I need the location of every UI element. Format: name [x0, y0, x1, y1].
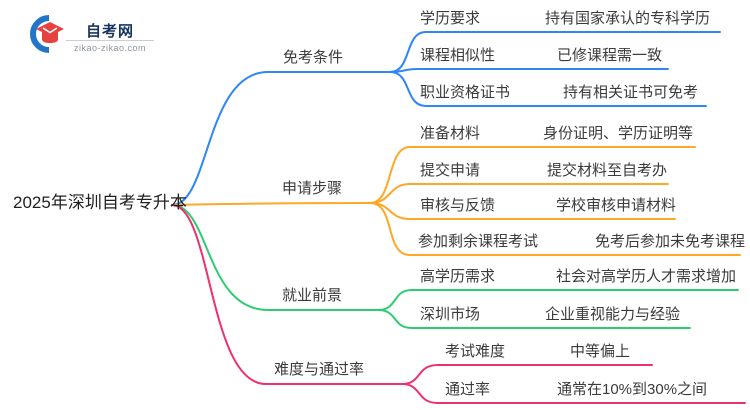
site-logo[interactable]: 自考网 zikao-zikao.com [28, 14, 154, 58]
branch4-row2-line [401, 383, 746, 404]
branch3-child2-label: 深圳市场 [420, 306, 481, 323]
branch3-child1-value: 社会对高学历人才需求增加 [556, 268, 737, 285]
branch4-label: 难度与通过率 [274, 361, 365, 378]
branch3-child1-label: 高学历需求 [420, 268, 496, 285]
logo-divider [66, 40, 154, 41]
branch2-child3-value: 学校审核申请材料 [556, 197, 677, 214]
branch1-row3-line [389, 71, 707, 107]
branch3-main-line [171, 204, 379, 311]
logo-domain: zikao-zikao.com [73, 43, 147, 53]
branch2-row2-line [369, 183, 669, 204]
branch4-child2-value: 通常在10%到30%之间 [557, 381, 708, 398]
branch2-child3-label: 审核与反馈 [420, 197, 496, 214]
branch1-row1-line [389, 31, 721, 73]
branch1-child3-value: 持有相关证书可免考 [563, 84, 699, 101]
branch2-row1-line [369, 146, 696, 204]
branch1-main-line [171, 71, 391, 206]
branch3-label: 就业前景 [282, 287, 343, 304]
branch1-row2-line [389, 68, 669, 73]
branch1-child3-label: 职业资格证书 [420, 84, 511, 101]
branch2-child2-value: 提交材料至自考办 [547, 162, 668, 179]
branch2-child1-value: 身份证明、学历证明等 [543, 125, 694, 142]
graduation-cap-icon [30, 15, 64, 53]
branch4-child2-label: 通过率 [445, 381, 491, 398]
branch4-main-line [171, 204, 403, 385]
branch3-row1-line [377, 289, 739, 311]
branch3-child2-value: 企业重视能力与经验 [545, 306, 681, 323]
branch4-row1-line [401, 364, 653, 385]
branch1-child1-value: 持有国家承认的专科学历 [545, 10, 711, 27]
branch4-child1-value: 中等偏上 [570, 343, 631, 360]
root-node: 2025年深圳自考专升本 [13, 193, 187, 212]
branch2-child4-label: 参加剩余课程考试 [418, 233, 539, 250]
branch4-child1-label: 考试难度 [445, 343, 506, 360]
branch2-child2-label: 提交申请 [420, 162, 481, 179]
branch2-row4-line [369, 202, 741, 256]
logo-title: 自考网 [85, 23, 134, 40]
branch1-child2-value: 已修课程需一致 [557, 47, 663, 64]
branch1-child1-label: 学历要求 [420, 10, 481, 27]
branch2-label: 申请步骤 [282, 180, 343, 197]
branch1-label: 免考条件 [283, 49, 344, 66]
branch1-child2-label: 课程相似性 [420, 47, 496, 64]
branch2-child1-label: 准备材料 [420, 125, 481, 142]
branch3-row2-line [377, 309, 691, 329]
branch2-child4-value: 免考后参加未免考课程 [595, 233, 746, 250]
branch2-main-line [171, 202, 371, 206]
